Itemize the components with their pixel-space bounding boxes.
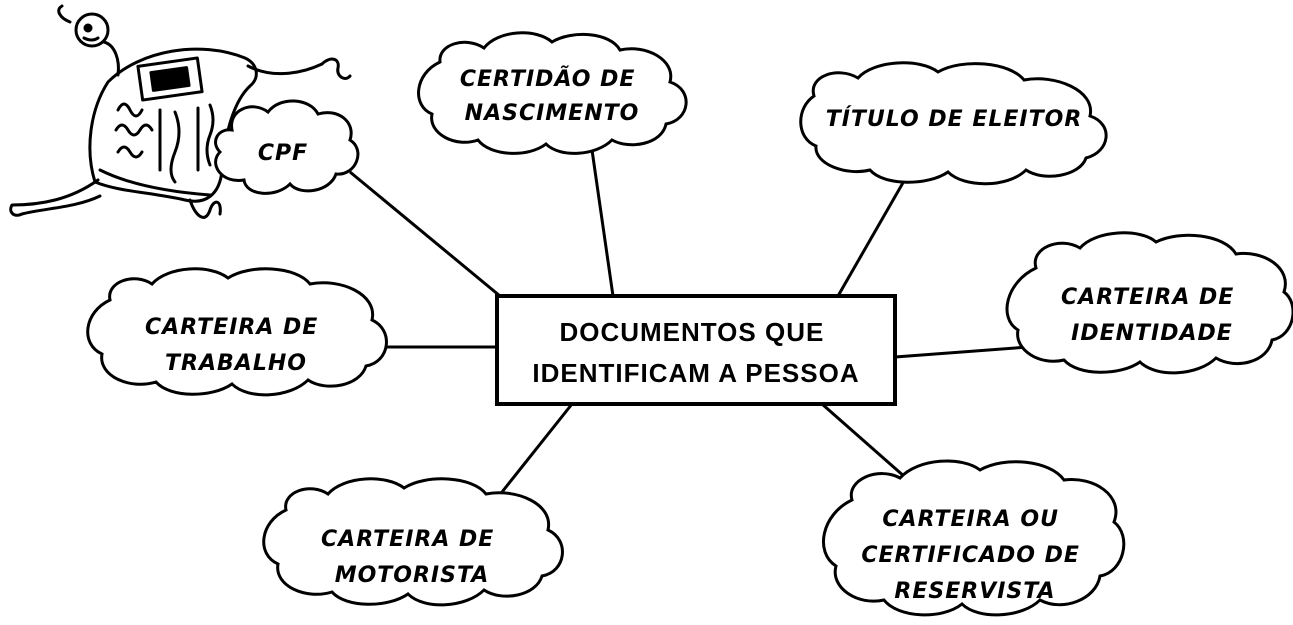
cloud-certidao-shape	[417, 31, 688, 155]
connector-carteira-identidade	[894, 345, 1029, 359]
cloud-carteira-identidade: CARTEIRA DE IDENTIDADE	[1005, 231, 1293, 375]
cloud-cpf: CPF	[214, 99, 360, 195]
cloud-titulo: TÍTULO DE ELEITOR	[799, 61, 1108, 186]
cloud-carteira-motorista-shape	[262, 477, 564, 607]
cloud-cpf-text: CPF	[258, 141, 308, 166]
cloud-reservista-text: CARTEIRA OU CERTIFICADO DE RESERVISTA	[861, 507, 1088, 604]
central-box-text: DOCUMENTOS QUE IDENTIFICAM A PESSOA	[532, 317, 859, 388]
cloud-certidao: CERTIDÃO DE NASCIMENTO	[417, 31, 688, 155]
central-box-frame	[495, 294, 897, 406]
connectors	[349, 149, 1029, 494]
connector-certidao	[590, 149, 615, 297]
cloud-carteira-trabalho-shape	[86, 267, 388, 397]
central-box: DOCUMENTOS QUE IDENTIFICAM A PESSOA	[495, 294, 897, 406]
cloud-carteira-trabalho: CARTEIRA DE TRABALHO	[86, 267, 388, 397]
cloud-reservista-shape	[821, 459, 1126, 617]
connector-carteira-motorista	[500, 403, 574, 493]
cloud-cpf-shape	[214, 99, 360, 195]
cloud-carteira-identidade-shape	[1005, 231, 1293, 375]
cloud-carteira-identidade-text: CARTEIRA DE IDENTIDADE	[1061, 285, 1243, 346]
cloud-titulo-text: TÍTULO DE ELEITOR	[826, 106, 1083, 132]
cloud-titulo-shape	[799, 61, 1108, 186]
cloud-carteira-trabalho-text: CARTEIRA DE TRABALHO	[145, 315, 327, 376]
connector-titulo	[836, 166, 914, 297]
cloud-certidao-text: CERTIDÃO DE NASCIMENTO	[460, 66, 644, 126]
connector-cpf	[349, 170, 501, 298]
cloud-reservista: CARTEIRA OU CERTIFICADO DE RESERVISTA	[821, 459, 1126, 617]
cloud-carteira-motorista-text: CARTEIRA DE MOTORISTA	[321, 527, 503, 588]
cloud-carteira-motorista: CARTEIRA DE MOTORISTA	[262, 477, 564, 607]
